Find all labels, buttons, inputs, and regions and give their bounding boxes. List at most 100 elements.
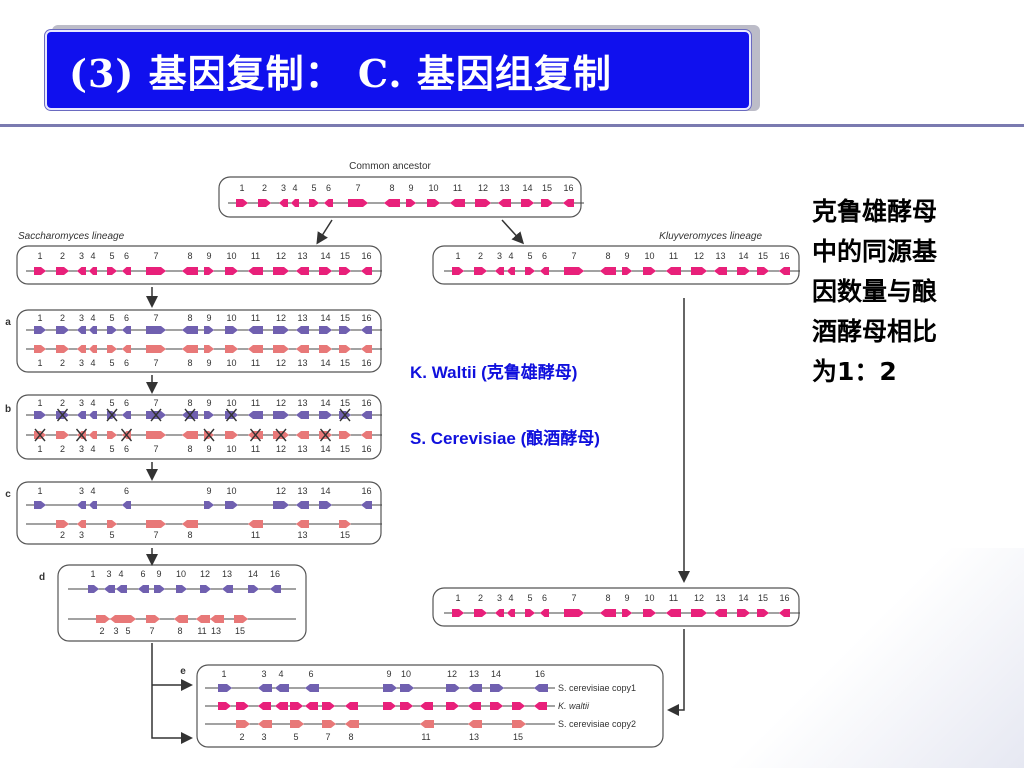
e-copy1-gene bbox=[305, 684, 319, 692]
d-top-gene bbox=[270, 585, 281, 593]
slide-title: (3) 基因复制： C. 基因组复制 bbox=[69, 50, 612, 96]
c-top-gene-number: 12 bbox=[276, 486, 286, 496]
a-top-gene-number: 4 bbox=[90, 313, 95, 323]
ancestor-gene-number: 9 bbox=[408, 183, 413, 193]
a-bottom-gene bbox=[89, 345, 97, 353]
a-bottom-gene-number: 1 bbox=[37, 358, 42, 368]
kluy-gene bbox=[691, 267, 707, 275]
kluy-gene bbox=[737, 267, 750, 275]
kluy-gene-number: 2 bbox=[478, 251, 483, 261]
c-top-gene bbox=[34, 501, 46, 509]
a-bottom-gene-number: 7 bbox=[153, 358, 158, 368]
a-bottom-gene-number: 14 bbox=[320, 358, 330, 368]
sacc-gene-number: 12 bbox=[276, 251, 286, 261]
kluy-gene bbox=[540, 267, 549, 275]
a-bottom-gene bbox=[204, 345, 214, 353]
e-copy2-gene bbox=[345, 720, 359, 728]
e-top-gene-number: 3 bbox=[261, 669, 266, 679]
title-banner: (3) 基因复制： C. 基因组复制 bbox=[45, 30, 751, 110]
kluy-gene bbox=[643, 267, 656, 275]
e-kwaltii-gene bbox=[512, 702, 525, 710]
c-top-gene-number: 14 bbox=[320, 486, 330, 496]
d-top-gene bbox=[104, 585, 115, 593]
sacc-gene bbox=[182, 267, 198, 275]
note-line: 克鲁雄酵母 bbox=[812, 197, 938, 226]
kluy-gene-number: 8 bbox=[605, 251, 610, 261]
note-line: 因数量与酿 bbox=[812, 277, 938, 306]
c-top-gene-number: 16 bbox=[361, 486, 371, 496]
kluy-gene-number: 4 bbox=[508, 251, 513, 261]
b-loss-cross bbox=[120, 428, 133, 442]
e-kwaltii-gene bbox=[322, 702, 335, 710]
e-bottom-gene-number: 15 bbox=[513, 732, 523, 742]
d-top-gene-number: 3 bbox=[106, 569, 111, 579]
e-top-gene-number: 10 bbox=[401, 669, 411, 679]
kluy-final-gene bbox=[622, 609, 632, 617]
e-top-gene-number: 13 bbox=[469, 669, 479, 679]
e-bottom-gene-number: 13 bbox=[469, 732, 479, 742]
a-top-gene-number: 10 bbox=[226, 313, 236, 323]
kluyveromyces-box bbox=[432, 245, 800, 285]
e-kwaltii-gene bbox=[534, 702, 547, 710]
e-copy1-gene bbox=[383, 684, 397, 692]
note-line: 中的同源基 bbox=[812, 237, 938, 266]
b-top-gene bbox=[296, 411, 309, 419]
d-bottom-gene bbox=[210, 615, 224, 623]
kluy-gene bbox=[507, 267, 515, 275]
ancestor-gene bbox=[348, 199, 368, 207]
e-copy2-gene bbox=[322, 720, 336, 728]
kluy-gene bbox=[495, 267, 504, 275]
d-bottom-gene-number: 13 bbox=[211, 626, 221, 636]
kluy-gene bbox=[600, 267, 616, 275]
e-kwaltii-gene bbox=[400, 702, 413, 710]
note-line: 为1：2 bbox=[812, 357, 897, 386]
kluy-final-gene bbox=[507, 609, 515, 617]
a-top-gene bbox=[182, 326, 198, 334]
c-bottom-gene-number: 2 bbox=[60, 530, 65, 540]
panel-a-box bbox=[16, 309, 382, 373]
a-top-gene bbox=[77, 326, 86, 334]
a-bottom-gene bbox=[296, 345, 309, 353]
corner-gradient bbox=[704, 548, 1024, 768]
a-top-gene bbox=[89, 326, 97, 334]
kluy-final-gene bbox=[757, 609, 769, 617]
kluy-final-gene-number: 5 bbox=[527, 593, 532, 603]
c-bottom-gene bbox=[248, 520, 263, 528]
kluy-gene bbox=[622, 267, 632, 275]
d-bottom-gene-number: 7 bbox=[149, 626, 154, 636]
ancestor-gene bbox=[324, 199, 333, 207]
a-top-gene bbox=[273, 326, 289, 334]
ancestor-gene-number: 11 bbox=[453, 183, 462, 193]
saccharomyces-lineage-label: Saccharomyces lineage bbox=[18, 231, 125, 242]
kluy-final-gene-number: 14 bbox=[738, 593, 748, 603]
arrow-to-kluyveromyces bbox=[501, 219, 525, 245]
kluy-gene-number: 11 bbox=[669, 251, 678, 261]
e-label-copy1: S. cerevisiae copy1 bbox=[558, 683, 636, 693]
c-top-gene-number: 6 bbox=[124, 486, 129, 496]
side-note: 克鲁雄酵母 中的同源基 因数量与酿 酒酵母相比 为1：2 bbox=[812, 192, 990, 392]
e-bottom-gene-number: 3 bbox=[261, 732, 266, 742]
b-bottom-gene bbox=[146, 431, 166, 439]
a-top-gene-number: 3 bbox=[79, 313, 84, 323]
b-loss-cross bbox=[150, 408, 162, 422]
b-loss-cross bbox=[56, 408, 69, 422]
d-top-gene bbox=[88, 585, 99, 593]
b-top-gene bbox=[319, 411, 332, 419]
ancestor-gene bbox=[309, 199, 319, 207]
ancestor-gene-number: 1 bbox=[239, 183, 244, 193]
ancestor-gene-number: 15 bbox=[542, 183, 552, 193]
c-top-gene bbox=[89, 501, 97, 509]
sacc-gene bbox=[56, 267, 69, 275]
sacc-gene-number: 9 bbox=[206, 251, 211, 261]
a-bottom-gene-number: 12 bbox=[276, 358, 286, 368]
a-top-gene bbox=[107, 326, 117, 334]
sacc-gene-number: 11 bbox=[251, 251, 260, 261]
a-bottom-gene bbox=[146, 345, 166, 353]
b-bottom-gene-number: 11 bbox=[251, 444, 260, 454]
b-top-gene-number: 8 bbox=[187, 398, 192, 408]
kluy-final-gene-number: 16 bbox=[779, 593, 789, 603]
c-top-gene bbox=[77, 501, 86, 509]
d-top-gene-number: 4 bbox=[118, 569, 123, 579]
a-bottom-gene bbox=[273, 345, 289, 353]
b-top-gene-number: 13 bbox=[297, 398, 307, 408]
